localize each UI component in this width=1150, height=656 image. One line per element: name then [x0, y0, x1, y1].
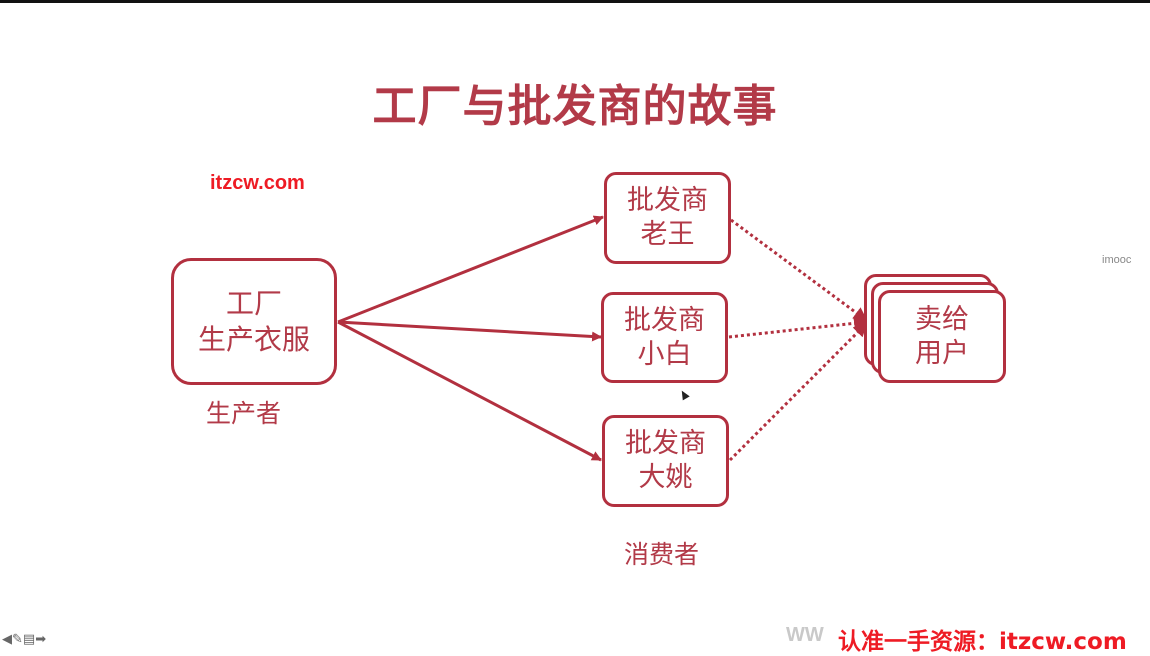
wholesaler-2-line1: 批发商	[624, 304, 705, 336]
arrow-wholesaler-3-to-users	[728, 322, 868, 462]
wholesaler-node-3: 批发商 大姚	[602, 415, 729, 507]
watermark-prefix: WW	[786, 624, 824, 646]
arrow-wholesaler-1-to-users	[730, 218, 868, 322]
arrow-left-icon[interactable]: ◀	[2, 632, 12, 647]
users-node: 卖给 用户	[878, 290, 1006, 383]
imooc-mark: imooc	[1102, 254, 1132, 266]
watermark: 认准一手资源：itzcw.com	[838, 629, 1127, 655]
pencil-icon[interactable]: ✎	[12, 632, 23, 647]
arrow-factory-to-wholesaler-1	[337, 215, 604, 324]
factory-line1: 工厂	[225, 286, 282, 320]
wholesaler-1-line1: 批发商	[627, 185, 708, 216]
wholesaler-3-line1: 批发商	[625, 428, 706, 459]
arrow-factory-to-wholesaler-3	[337, 320, 602, 462]
wholesaler-1-line2: 老王	[640, 219, 695, 250]
users-line1: 卖给	[915, 303, 969, 335]
arrow-factory-to-wholesaler-2	[337, 320, 602, 342]
factory-line2: 生产衣服	[197, 322, 310, 356]
wholesaler-3-line2: 大姚	[638, 462, 693, 493]
top-border	[0, 0, 1150, 3]
arrow-wholesaler-2-to-users	[728, 316, 868, 339]
wholesaler-node-1: 批发商 老王	[604, 172, 731, 264]
factory-node: 工厂 生产衣服	[171, 258, 337, 385]
menu-icon[interactable]: ▤	[22, 632, 36, 647]
wholesaler-node-2: 批发商 小白	[601, 292, 728, 383]
page-title: 工厂与批发商的故事	[372, 81, 778, 132]
arrow-right-icon[interactable]: ➡	[35, 632, 47, 647]
producer-caption: 生产者	[206, 399, 282, 428]
wholesaler-2-line2: 小白	[637, 338, 692, 370]
consumer-caption: 消费者	[624, 540, 700, 569]
slide-nav-controls: ◀✎▤➡	[2, 632, 46, 647]
site-tag: itzcw.com	[210, 172, 305, 194]
users-line2: 用户	[915, 337, 969, 369]
